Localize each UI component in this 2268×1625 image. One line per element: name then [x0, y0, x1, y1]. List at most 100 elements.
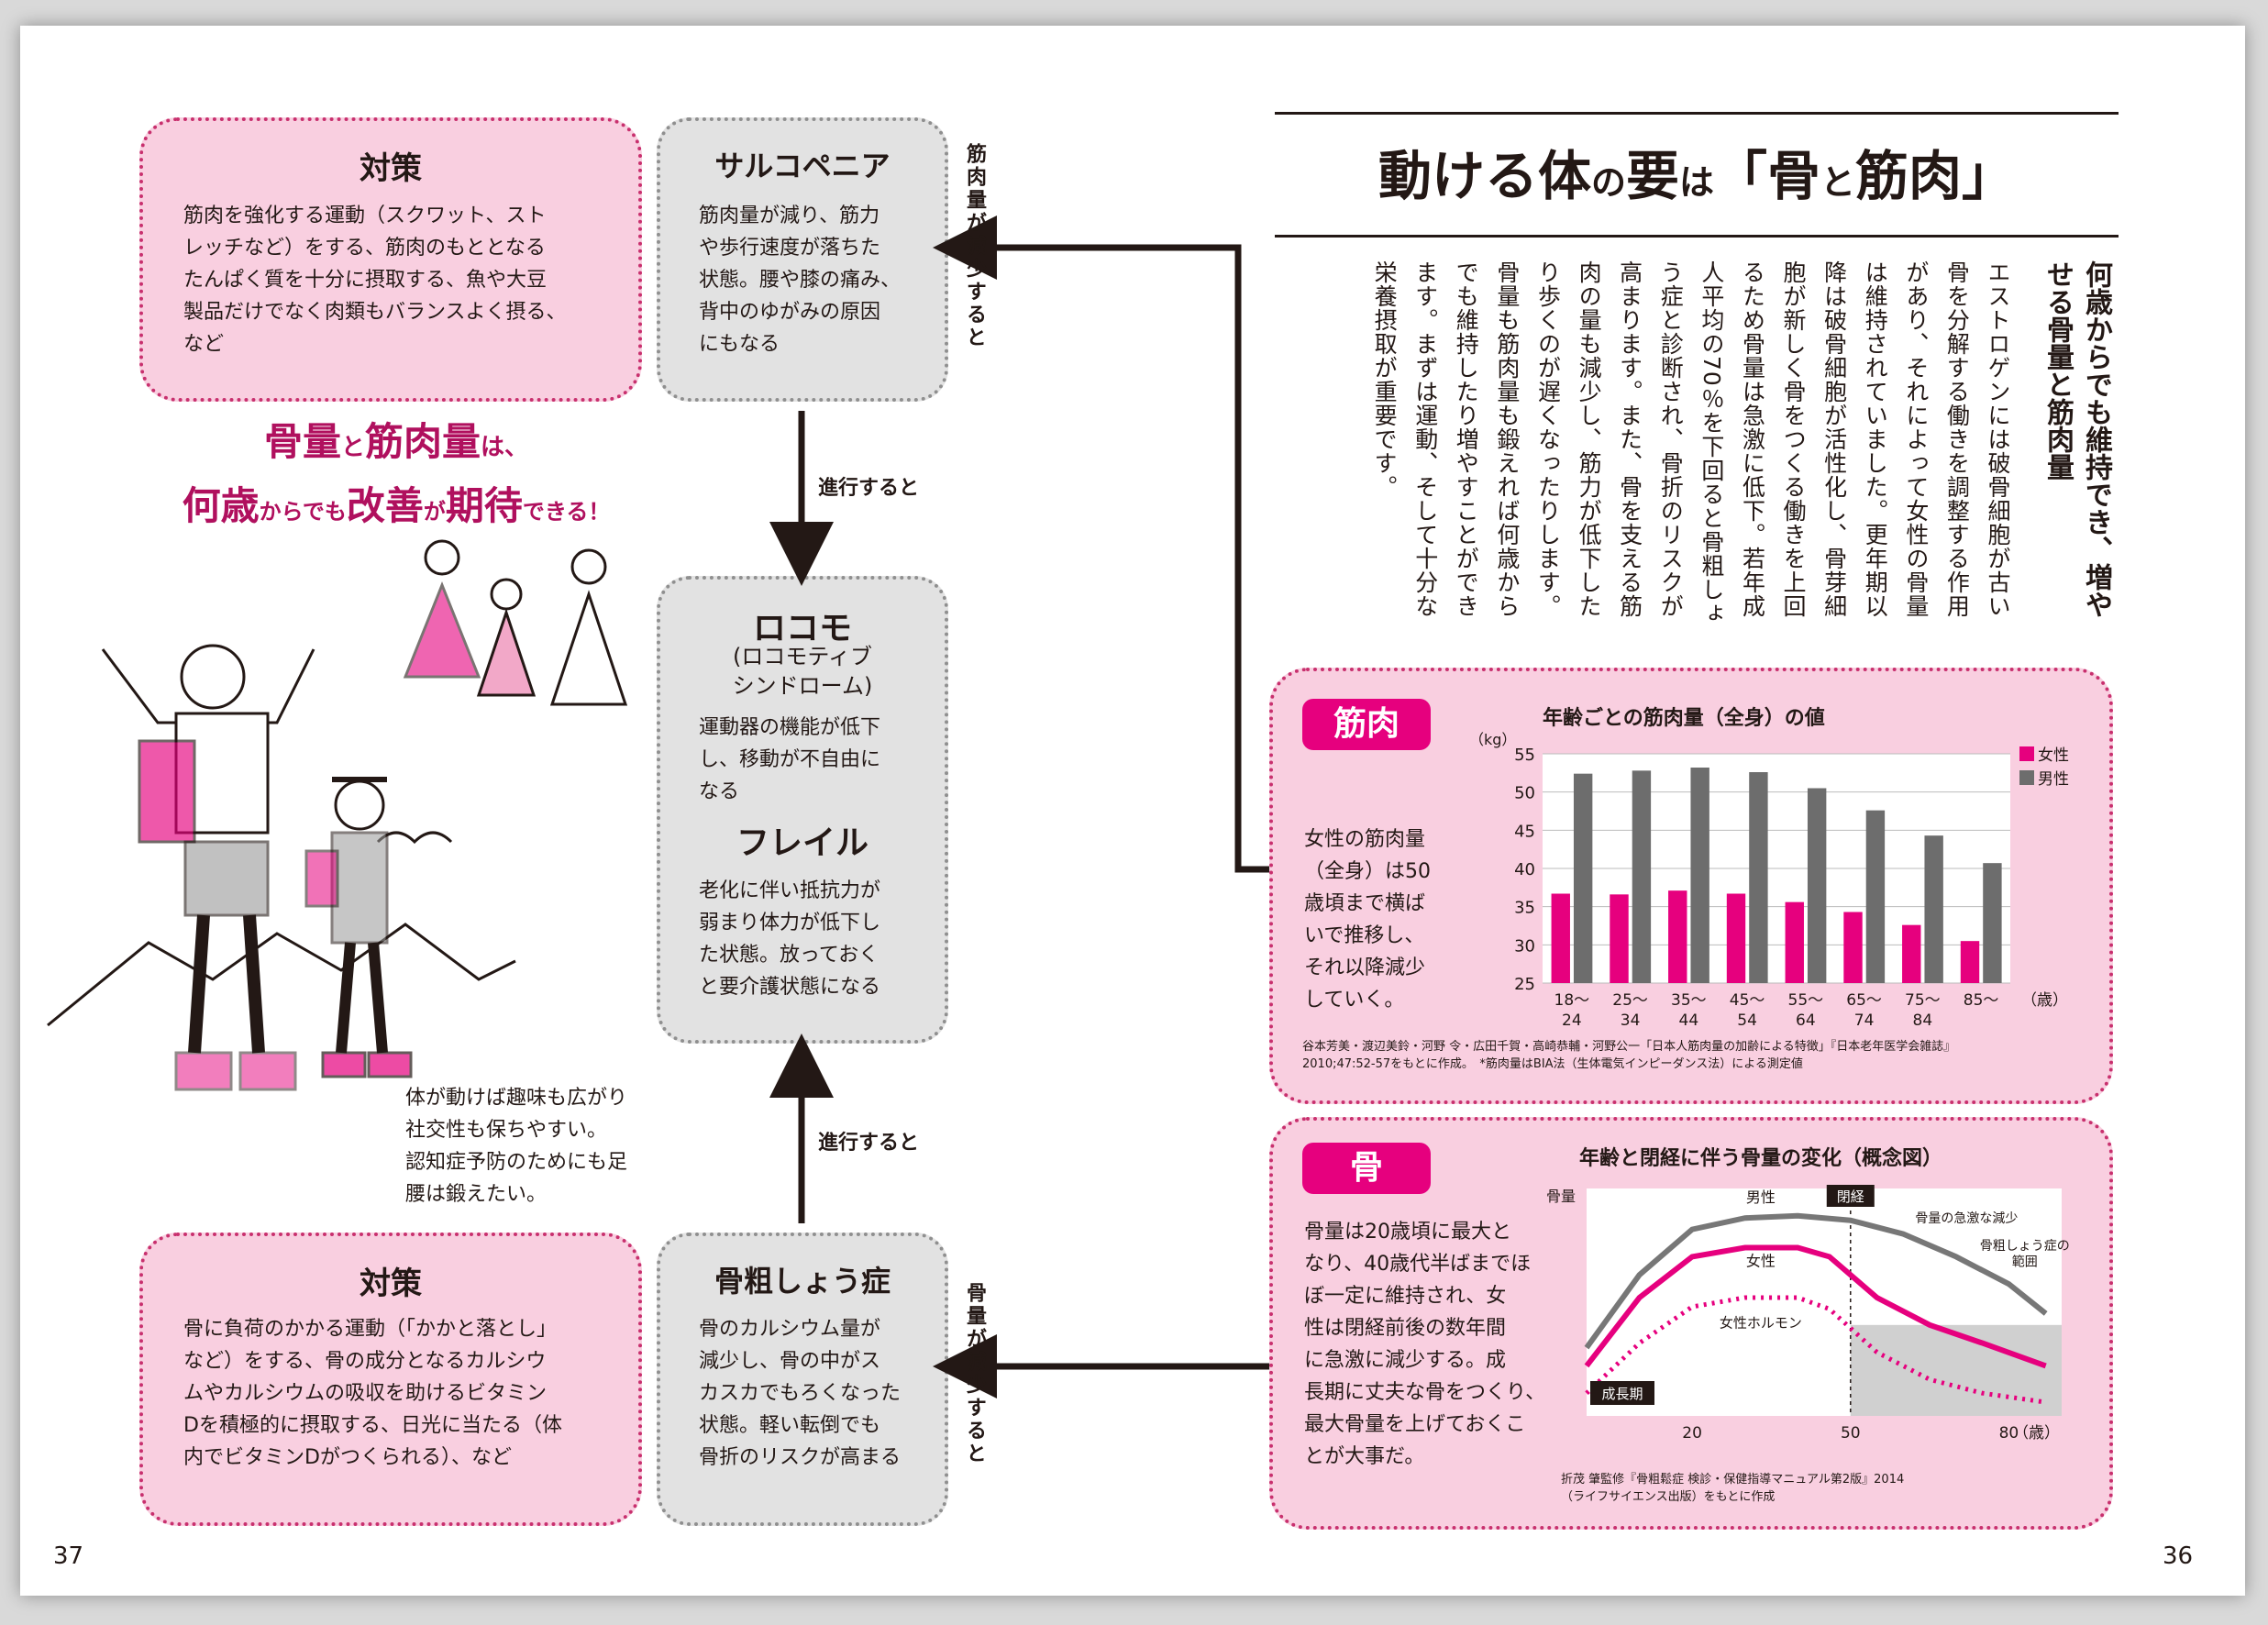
series-line — [1584, 1212, 2048, 1350]
osteoporosis-range-area — [1850, 1324, 2062, 1416]
locomo-subtitle-line: シンドローム) — [732, 673, 873, 699]
bar-male — [1573, 773, 1593, 983]
x-tick-label: 20 — [1682, 1424, 1702, 1443]
x-tick-label: 85〜 — [1964, 991, 1999, 1010]
bone-side-line: 最大骨量を上げておくこ — [1304, 1413, 1526, 1436]
frail-line: と要介護状態になる — [699, 976, 881, 999]
arrow-label-muscle-down: 筋肉量が減少すると — [963, 143, 986, 349]
x-tick-label: 55〜 — [1788, 991, 1824, 1010]
x-tick-label: 44 — [1679, 1011, 1699, 1030]
countermeasure-bottom-title: 対策 — [360, 1266, 422, 1302]
countermeasure-bottom-line: など）をする、骨の成分となるカルシウ — [183, 1350, 547, 1373]
muscle-tag: 筋肉 — [1302, 699, 1431, 750]
x-tick-label: 80 — [1999, 1424, 2019, 1443]
sarcopenia-line: 筋肉量が減り、筋力 — [699, 205, 880, 227]
bone-line-chart: 年齢と閉経に伴う骨量の変化（概念図）骨量男性女性女性ホルモン閉経成長期骨量の急激… — [1546, 1146, 2070, 1443]
x-axis-label: （歳） — [2013, 1424, 2060, 1443]
arrow-label-progress-2: 進行すると — [818, 1132, 920, 1155]
locomo-subtitle-line: (ロコモティブ — [733, 644, 872, 669]
title-bottom-rule — [1275, 235, 2119, 238]
x-tick-label: 64 — [1796, 1011, 1816, 1030]
y-tick-label: 40 — [1514, 860, 1535, 879]
x-tick-label: 65〜 — [1846, 991, 1882, 1010]
countermeasure-bottom-line: Dを積極的に摂取する、日光に当たる（体 — [183, 1414, 562, 1437]
sarcopenia-line: 背中のゆがみの原因 — [699, 301, 881, 324]
y-tick-label: 55 — [1514, 746, 1535, 765]
arrow-label-progress-1: 進行すると — [818, 477, 920, 500]
chart-title: 年齢と閉経に伴う骨量の変化（概念図） — [1579, 1146, 1942, 1170]
x-tick-label: 84 — [1913, 1011, 1933, 1030]
title-top-rule — [1275, 112, 2119, 115]
bar-male — [1690, 768, 1709, 983]
bone-side-line: なり、40歳代半ばまでほ — [1304, 1253, 1532, 1276]
annotation-text: 骨量の急激な減少 — [1915, 1210, 2018, 1226]
x-tick-label: 34 — [1621, 1011, 1641, 1030]
countermeasure-top-line: レッチなど）をする、筋肉のもととなる — [183, 237, 546, 260]
countermeasure-top-line: 製品だけでなく肉類もバランスよく摂る、 — [183, 301, 567, 324]
countermeasure-bottom-line: 内でビタミンDがつくられる）、など — [183, 1446, 512, 1469]
locomo-frail-box — [657, 576, 948, 1044]
osteoporosis-line: 減少し、骨の中がス — [699, 1350, 881, 1373]
bone-side-line: 性は閉経前後の数年間 — [1304, 1317, 1507, 1340]
x-tick-label: 54 — [1737, 1011, 1757, 1030]
bone-side-line: 骨量は20歳頃に最大と — [1304, 1221, 1511, 1244]
osteoporosis-line: 骨折のリスクが高まる — [699, 1446, 902, 1469]
countermeasure-bottom-box — [139, 1233, 642, 1526]
x-tick-label: 35〜 — [1671, 991, 1707, 1010]
muscle-side-line: 歳頃まで横ば — [1304, 892, 1426, 915]
page-number-right: 36 — [2163, 1542, 2194, 1570]
muscle-side-line: （全身）は50 — [1304, 860, 1431, 883]
x-tick-label: 18〜 — [1554, 991, 1590, 1010]
y-axis-label: 骨量 — [1546, 1188, 1576, 1205]
bar-male — [1983, 863, 2002, 983]
body-text: エストロゲンには破骨細胞が古い骨を分解する働きを調整する作用があり、それによって… — [1371, 260, 2011, 625]
frail-line: 老化に伴い抵抗力が — [699, 879, 881, 902]
slogan-line-2: 何歳からでも改善が期待できる！ — [182, 483, 611, 528]
bar-female — [1668, 890, 1687, 983]
y-tick-label: 25 — [1514, 975, 1535, 994]
series-line — [1584, 1244, 2047, 1369]
locomo-line: 運動器の機能が低下 — [699, 716, 881, 739]
muscle-bar-chart: 年齢ごとの筋肉量（全身）の値（kg）2530354045505518〜2425〜… — [1469, 706, 2069, 1030]
bar-male — [1632, 770, 1652, 983]
chart-title: 年齢ごとの筋肉量（全身）の値 — [1543, 706, 1825, 730]
slogan: 骨量と筋肉量は、 何歳からでも改善が期待できる！ — [149, 413, 644, 541]
bar-male — [1865, 810, 1886, 983]
bar-female — [1551, 893, 1570, 983]
osteoporosis-line: 骨のカルシウム量が — [699, 1318, 881, 1341]
frail-line: た状態。放っておく — [699, 944, 880, 967]
bar-female — [1610, 894, 1629, 983]
legend-swatch — [2019, 746, 2034, 761]
bone-source-line: （ライフサイエンス出版）をもとに作成 — [1561, 1490, 1776, 1504]
bar-female — [1726, 893, 1746, 983]
annotation-text: 範囲 — [2012, 1254, 2038, 1269]
flow-arrows — [769, 216, 1269, 1398]
bone-side-line: 長期に丈夫な骨をつくり、 — [1304, 1381, 1546, 1404]
y-tick-label: 30 — [1514, 936, 1535, 956]
frail-title: フレイル — [736, 824, 868, 862]
locomo-line: なる — [699, 780, 740, 803]
legend-swatch — [2019, 770, 2034, 785]
arrow-muscle-to-sarcopenia — [933, 216, 1269, 873]
bone-side-line: に急激に減少する。成 — [1304, 1349, 1507, 1372]
menopause-badge — [1826, 1185, 1875, 1207]
countermeasure-top-title: 対策 — [360, 150, 422, 187]
muscle-side-line: していく。 — [1304, 989, 1405, 1011]
legend-label: 男性 — [2038, 770, 2069, 789]
sarcopenia-line: 状態。腰や膝の痛み、 — [699, 269, 902, 292]
book-spread: 動ける体の要は「骨と筋肉」 何歳からでも維持でき、増やせる骨量と筋肉量 エストロ… — [20, 26, 2245, 1596]
countermeasure-bottom-line: 骨に負荷のかかる運動（「かかと落とし」 — [183, 1318, 558, 1341]
y-tick-label: 35 — [1514, 899, 1535, 918]
series-label: 男性 — [1746, 1188, 1776, 1206]
y-axis-label: （kg） — [1469, 731, 1516, 748]
illustration-caption-line: 体が動けば趣味も広がり — [405, 1087, 628, 1110]
x-axis-label: （歳） — [2021, 991, 2068, 1010]
y-tick-label: 50 — [1514, 784, 1535, 803]
sarcopenia-line: にもなる — [699, 333, 780, 356]
sarcopenia-box — [657, 117, 948, 402]
countermeasure-top-line: 筋肉を強化する運動（スクワット、スト — [183, 205, 547, 227]
y-tick-label: 45 — [1514, 822, 1535, 841]
bar-male — [1924, 835, 1943, 983]
countermeasure-bottom-line: ムやカルシウムの吸収を助けるビタミン — [183, 1382, 548, 1405]
countermeasure-top-line: たんぱく質を十分に摂取する、魚や大豆 — [183, 269, 548, 292]
